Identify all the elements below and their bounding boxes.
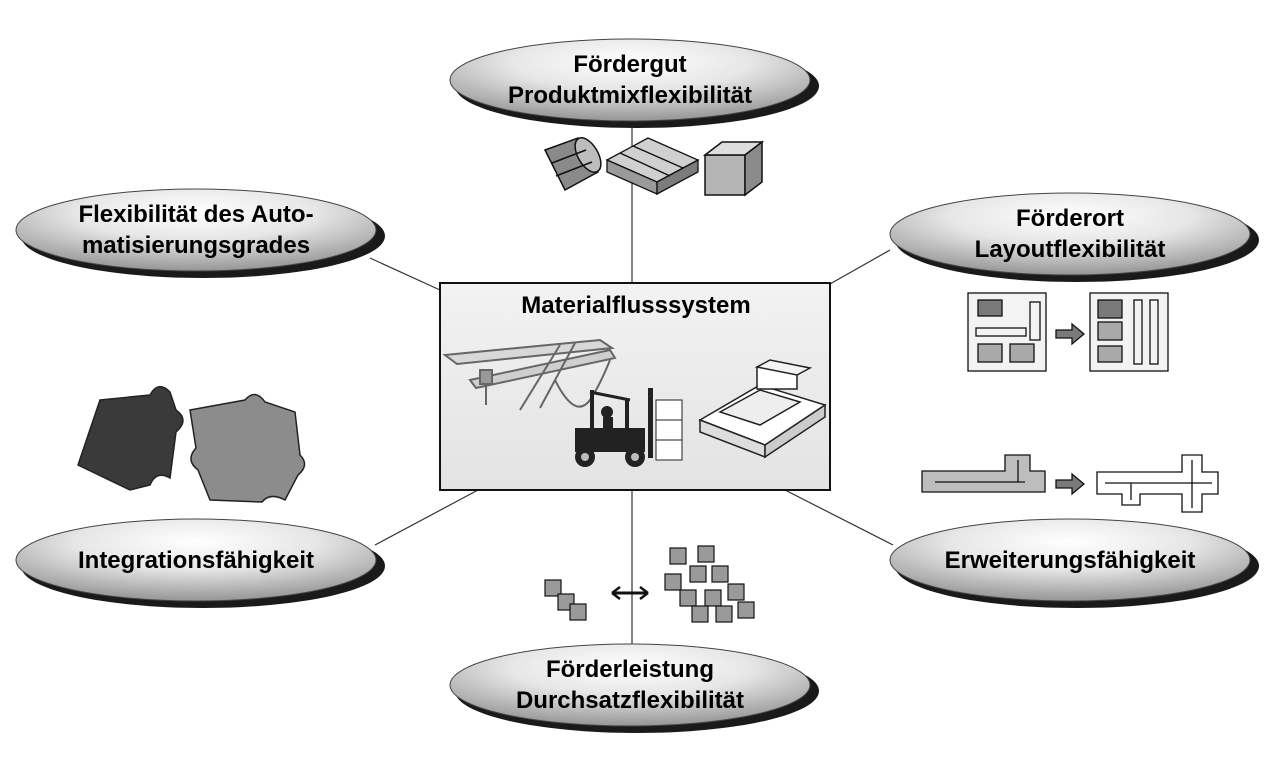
layout-icons — [967, 292, 1169, 372]
node-left-lower: Integrationsfähigkeit — [26, 522, 366, 598]
connector-right-lower — [784, 489, 894, 546]
box-icon — [702, 140, 765, 197]
connector-right-upper — [829, 249, 891, 285]
forklift-illustration — [575, 388, 683, 467]
node-right-lower-line1: Erweiterungsfähigkeit — [944, 546, 1196, 574]
puzzle-icons — [77, 386, 306, 503]
throughput-icons — [544, 545, 755, 623]
node-right-lower: Erweiterungsfähigkeit — [900, 522, 1240, 598]
node-left-lower-line1: Integrationsfähigkeit — [77, 546, 315, 574]
product-icons — [543, 137, 765, 197]
node-bottom: Förderleistung Durchsatzflexibilität — [460, 647, 800, 723]
connector-left-upper — [369, 257, 441, 291]
node-right-upper: Förderort Layoutflexibilität — [900, 196, 1240, 272]
extension-icons — [921, 454, 1219, 513]
connector-lines — [369, 120, 894, 645]
agv-illustration — [698, 359, 827, 459]
center-title: Materialflusssystem — [521, 292, 751, 319]
node-bottom-line1: Förderleistung — [545, 656, 714, 683]
node-top-line1: Fördergut — [573, 51, 687, 78]
node-left-upper-line1: Flexibilität des Auto- — [78, 201, 314, 228]
node-right-upper-line2: Layoutflexibilität — [974, 236, 1166, 263]
ellipse-right-upper — [889, 192, 1259, 282]
node-left-upper-line2: matisierungsgrades — [81, 232, 311, 259]
barrel-icon — [543, 137, 602, 192]
node-right-upper-line1: Förderort — [1016, 205, 1124, 232]
ellipse-left-upper — [15, 188, 385, 278]
ellipse-bottom — [449, 643, 819, 733]
pallet-icon — [605, 137, 700, 196]
node-top: Fördergut Produktmixflexibilität — [460, 42, 800, 118]
node-left-upper: Flexibilität des Auto- matisierungsgrade… — [26, 192, 366, 268]
node-bottom-line2: Durchsatzflexibilität — [515, 687, 745, 714]
crane-illustration — [442, 338, 617, 411]
ellipse-top — [449, 38, 819, 128]
connector-left-lower — [374, 489, 479, 546]
ellipse-right-lower — [889, 518, 1259, 608]
ellipse-left-lower — [15, 518, 385, 608]
node-top-line2: Produktmixflexibilität — [507, 82, 753, 109]
